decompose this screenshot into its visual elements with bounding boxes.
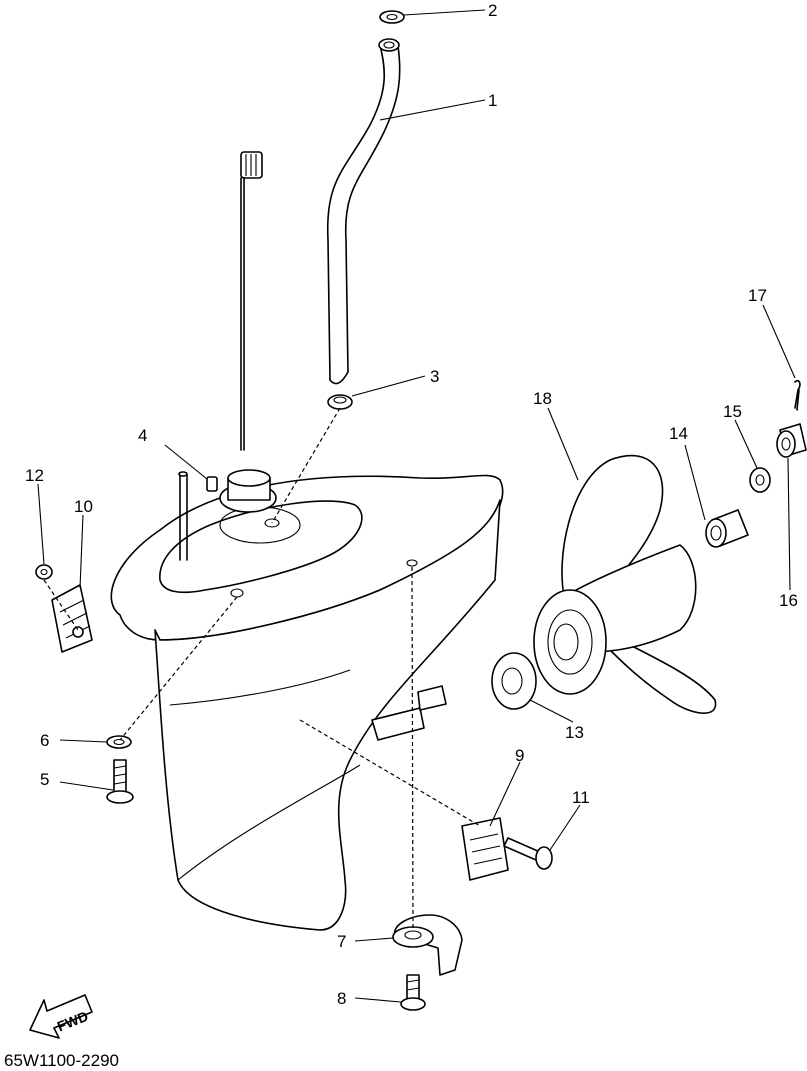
callout-16: 16	[779, 591, 798, 610]
trim-tab	[392, 914, 463, 976]
callout-17: 17	[748, 286, 767, 305]
callout-10: 10	[74, 497, 93, 516]
screw-11	[503, 837, 553, 870]
callout-2: 2	[488, 1, 497, 20]
dowel-pin	[206, 476, 218, 492]
callout-7: 7	[337, 932, 346, 951]
cotter-pin-17	[794, 379, 801, 411]
callout-4: 4	[138, 426, 147, 445]
callout-12: 12	[25, 466, 44, 485]
grommet-top	[379, 10, 405, 24]
callout-14: 14	[669, 424, 688, 443]
spacer-14	[705, 509, 749, 548]
washer-15	[749, 467, 771, 493]
callout-6: 6	[40, 731, 49, 750]
callout-9: 9	[515, 746, 524, 765]
bolt-5	[106, 759, 134, 804]
bolt-8	[400, 974, 426, 1011]
callouts: 1 2 3 4 5 6 7 8 9 10 11 12 13 14 15 16 1…	[25, 1, 798, 1008]
prop-nut-16	[776, 423, 807, 458]
anode-9	[461, 817, 509, 881]
callout-1: 1	[488, 91, 497, 110]
nut-12	[35, 564, 53, 580]
lower-casing	[110, 469, 504, 931]
grommet-lower	[327, 394, 353, 410]
water-tube	[326, 38, 401, 385]
anode-10	[51, 584, 93, 653]
leader-lines	[37, 9, 796, 1003]
assembly-lines	[43, 407, 481, 931]
propeller	[533, 454, 717, 714]
thrust-washer	[491, 652, 537, 710]
fwd-direction-arrow: FWD	[29, 994, 93, 1039]
callout-15: 15	[723, 402, 742, 421]
washer-6	[106, 735, 132, 749]
drive-shaft	[240, 151, 263, 451]
drawing-code: 65W1100-2290	[4, 1051, 119, 1070]
callout-11: 11	[572, 788, 590, 807]
callout-8: 8	[337, 989, 346, 1008]
callout-5: 5	[40, 770, 49, 789]
callout-18: 18	[533, 389, 552, 408]
callout-3: 3	[430, 367, 439, 386]
callout-13: 13	[565, 723, 584, 742]
